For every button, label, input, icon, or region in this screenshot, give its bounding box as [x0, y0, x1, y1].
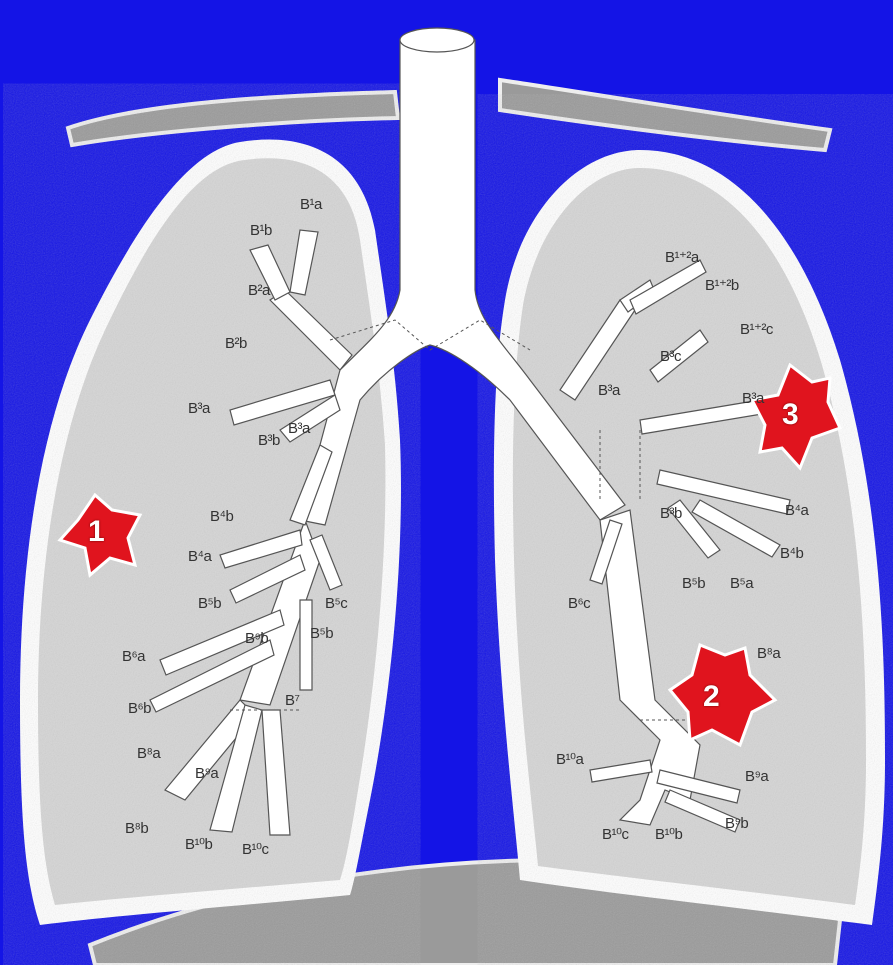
label-right-b4b: B⁴b — [210, 508, 233, 525]
label-right-b3a: B³a — [288, 420, 310, 437]
label-left-b3b: B³b — [660, 505, 682, 522]
label-left-b12b: B¹⁺²b — [705, 276, 739, 294]
left-clavicle — [68, 92, 398, 145]
label-right-b6a: B⁶a — [122, 648, 145, 665]
label-left-b10c: B¹⁰c — [602, 825, 629, 843]
label-left-b8a: B⁸a — [757, 645, 780, 662]
label-left-b12a: B¹⁺²a — [665, 248, 699, 266]
label-left-b10a: B¹⁰a — [556, 750, 583, 768]
lesion-1-number: 1 — [88, 515, 105, 549]
label-right-b9b: B⁹b — [245, 630, 268, 647]
label-right-b6b: B⁶b — [128, 700, 151, 717]
label-left-b4a: B⁴a — [785, 502, 808, 519]
label-right-b5c: B⁵c — [325, 595, 347, 612]
label-right-b7: B⁷ — [285, 692, 299, 709]
label-left-b4b: B⁴b — [780, 545, 803, 562]
label-right-b10b: B¹⁰b — [185, 835, 212, 853]
label-right-b5b-2: B⁵b — [310, 625, 333, 642]
label-left-b3a: B³a — [598, 382, 620, 399]
label-left-b5b: B⁵b — [682, 575, 705, 592]
lesion-3-number: 3 — [782, 398, 799, 432]
label-right-b3b: B³b — [258, 432, 280, 449]
lesion-2-number: 2 — [703, 680, 720, 714]
label-left-b3a-2: B³a — [742, 390, 764, 407]
label-left-b9b: B⁹b — [725, 815, 748, 832]
label-right-b1a: B¹a — [300, 196, 322, 213]
label-right-b9a: B⁹a — [195, 765, 218, 782]
label-right-b2b: B²b — [225, 335, 247, 352]
label-left-b5a: B⁵a — [730, 575, 753, 592]
label-left-b3c: B³c — [660, 348, 681, 365]
label-left-b12c: B¹⁺²c — [740, 320, 773, 338]
label-left-b6c: B⁶c — [568, 595, 590, 612]
label-right-b1b: B¹b — [250, 222, 272, 239]
label-right-b5b: B⁵b — [198, 595, 221, 612]
label-right-b2a: B²a — [248, 282, 270, 299]
label-left-b9a: B⁹a — [745, 768, 768, 785]
label-right-b3a-2: B³a — [188, 400, 210, 417]
label-right-b8b: B⁸b — [125, 820, 148, 837]
label-left-b10b: B¹⁰b — [655, 825, 682, 843]
label-right-b4a: B⁴a — [188, 548, 211, 565]
label-right-b10c: B¹⁰c — [242, 840, 269, 858]
label-right-b8a: B⁸a — [137, 745, 160, 762]
right-clavicle — [500, 80, 830, 150]
